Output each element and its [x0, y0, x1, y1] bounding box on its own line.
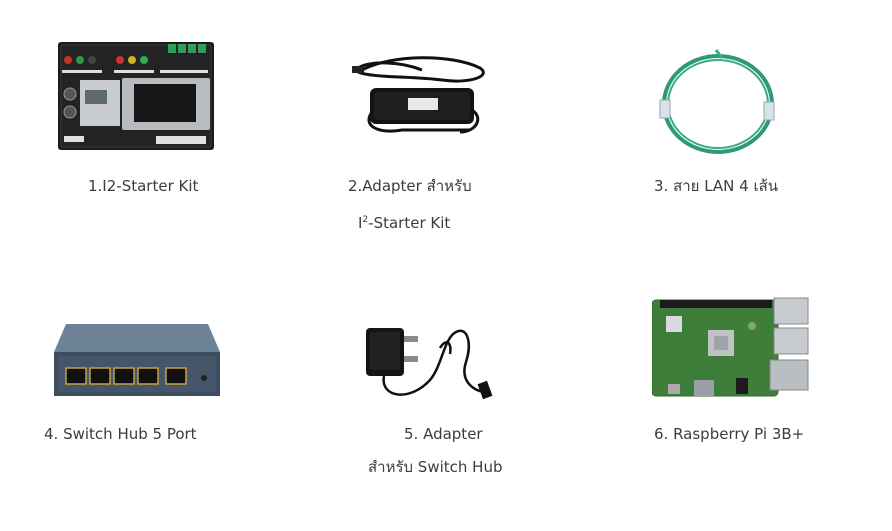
wall-adapter-image [366, 328, 493, 400]
item-2-caption-line1: 2.Adapter สำหรับ [348, 177, 472, 195]
switch-image [54, 324, 220, 396]
item-5-caption-line2: สำหรับ Switch Hub [368, 458, 503, 476]
lan-cable-image [659, 49, 775, 154]
item-3-caption: 3. สาย LAN 4 เส้น [654, 177, 779, 195]
adapter-image [352, 56, 485, 134]
item-1-caption: 1.I2-Starter Kit [88, 177, 199, 195]
item-4-caption: 4. Switch Hub 5 Port [44, 425, 197, 443]
item-6-caption: 6. Raspberry Pi 3B+ [654, 425, 805, 443]
item-5-caption-line1: 5. Adapter [404, 425, 483, 443]
starter-kit-image [58, 42, 214, 150]
raspberry-pi-image [652, 297, 809, 397]
item-2-caption-line2: I2-Starter Kit [358, 214, 451, 232]
